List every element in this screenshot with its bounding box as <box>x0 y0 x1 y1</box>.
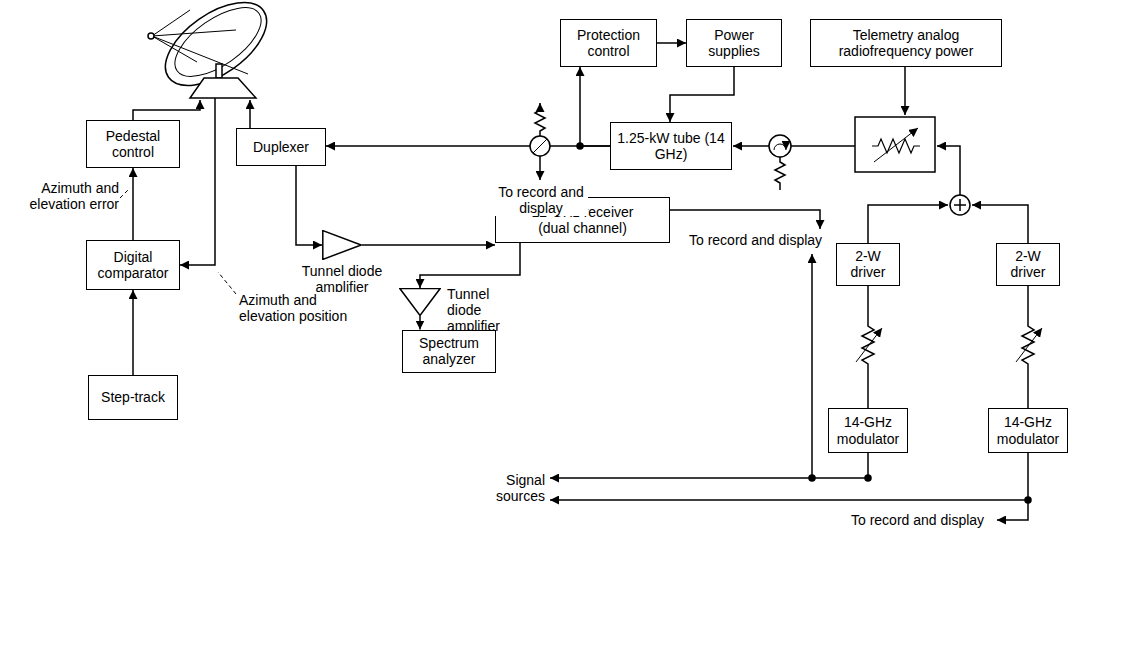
signal-connector <box>362 244 495 246</box>
signal-connector <box>326 145 610 147</box>
summing-junction <box>868 146 1028 244</box>
node-label: Step-track <box>101 389 165 405</box>
node-label: Tunnel diode amplifier <box>294 263 390 295</box>
node-label: Pedestal control <box>91 128 175 160</box>
modulator-box: 14-GHz modulator <box>988 408 1068 453</box>
pedestal-mount <box>190 78 256 98</box>
node-label: 2-W driver <box>841 248 895 280</box>
pedestal-wire <box>133 100 200 120</box>
triangle-outline <box>322 230 362 260</box>
triangle-shape <box>323 231 361 260</box>
signal-connector <box>296 166 322 245</box>
destination-note: To record and display <box>850 512 985 528</box>
driver-box: 2-W driver <box>996 243 1060 286</box>
comparator-box: Digital comparator <box>86 240 180 290</box>
antenna-dish <box>148 0 281 102</box>
node-label: 14-GHz modulator <box>993 414 1063 446</box>
triangle-outline <box>399 288 441 316</box>
node-label: Telemetry analog radiofrequency power <box>815 27 997 59</box>
amplifier-triangle: Tunnel diode amplifier <box>322 230 362 260</box>
node-label: Duplexer <box>253 139 309 155</box>
node-label: Power supplies <box>691 27 777 59</box>
junction-dot <box>1025 497 1031 503</box>
signal-name: Azimuth and elevation error <box>4 180 120 212</box>
node-label: Tunnel diode amplifier <box>447 286 527 334</box>
circulator <box>733 135 855 190</box>
destination-note: To record and display <box>494 184 588 216</box>
control-box: Pedestal control <box>86 120 180 168</box>
steptrack-box: Step-track <box>88 375 178 420</box>
source-note: Signal sources <box>480 472 546 504</box>
directional-coupler <box>530 103 550 180</box>
position-wire <box>180 98 215 265</box>
modulator-box: 14-GHz modulator <box>828 408 908 453</box>
analyzer-box: Spectrum analyzer <box>402 330 496 373</box>
signal-connector <box>132 168 134 240</box>
signal-wire <box>550 499 1028 501</box>
junction-dot <box>577 143 583 149</box>
duplexer-wire <box>249 100 251 128</box>
amplifier-triangle: Tunnel diode amplifier <box>399 288 441 316</box>
junction-dot <box>865 475 871 481</box>
node-label: 1.25-kW tube (14 GHz) <box>615 130 727 162</box>
variable-attenuator <box>856 322 882 368</box>
driver-box: 2-W driver <box>836 243 900 286</box>
control-box: Protection control <box>560 19 657 67</box>
signal-connector <box>670 67 734 122</box>
node-label: 14-GHz modulator <box>833 414 903 446</box>
node-label: 2-W driver <box>1001 248 1055 280</box>
variable-attenuator <box>855 117 935 172</box>
node-label: Protection control <box>565 27 652 59</box>
signal-connector <box>580 67 610 146</box>
signal-wire <box>550 453 868 478</box>
junction-dot <box>809 475 815 481</box>
receiver-output-wire <box>670 210 820 229</box>
duplexer-box: Duplexer <box>236 128 326 166</box>
power-box: Power supplies <box>686 19 782 67</box>
variable-attenuator <box>1016 322 1042 368</box>
telemetry-wire <box>904 67 906 115</box>
signal-connector <box>419 316 421 330</box>
node-label: Digital comparator <box>91 249 175 281</box>
signal-connector <box>420 243 520 288</box>
destination-note: To record and display <box>688 232 823 248</box>
signal-wire <box>997 453 1028 520</box>
node-label: Spectrum analyzer <box>407 335 491 367</box>
leader-line <box>120 188 130 198</box>
leader-line <box>218 272 236 294</box>
record-wire <box>811 254 813 478</box>
triangle-shape <box>400 289 440 316</box>
signal-connector <box>657 42 686 44</box>
signal-name: Azimuth and elevation position <box>238 292 372 324</box>
signal-connector <box>132 290 134 375</box>
telemetry-box: Telemetry analog radiofrequency power <box>810 19 1002 67</box>
tube-box: 1.25-kW tube (14 GHz) <box>610 122 732 170</box>
